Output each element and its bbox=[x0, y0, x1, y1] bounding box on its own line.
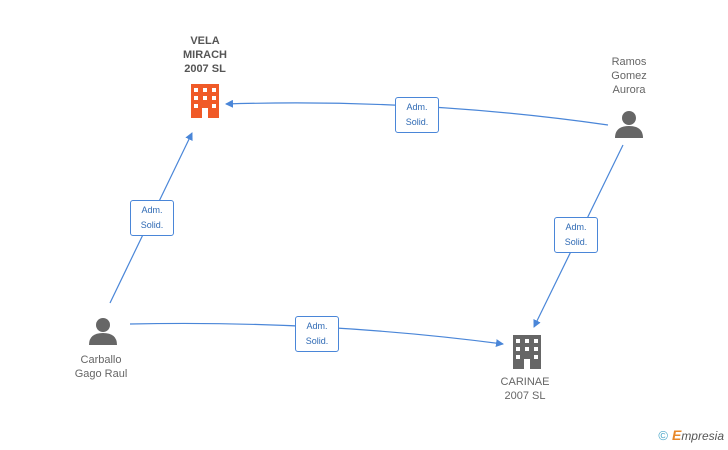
edge-label-carballo-vela[interactable]: Adm. Solid. bbox=[130, 200, 174, 236]
edge-label-carballo-carinae[interactable]: Adm. Solid. bbox=[295, 316, 339, 352]
node-label-carinae: CARINAE 2007 SL bbox=[500, 376, 550, 402]
node-label-carballo: Carballo Gago Raul bbox=[74, 354, 128, 380]
person-icon[interactable] bbox=[615, 111, 643, 138]
node-label-ramos: Ramos Gomez Aurora bbox=[611, 56, 647, 96]
copyright-icon: © bbox=[658, 427, 668, 443]
brand-logo[interactable]: Empresia bbox=[671, 427, 724, 443]
node-label-vela: VELA MIRACH 2007 SL bbox=[183, 35, 227, 75]
brand-footer: © Empresia bbox=[658, 427, 724, 443]
edge-label-ramos-vela[interactable]: Adm. Solid. bbox=[395, 97, 439, 133]
person-icon[interactable] bbox=[89, 318, 117, 345]
building-icon[interactable] bbox=[191, 84, 219, 118]
building-icon[interactable] bbox=[513, 335, 541, 369]
edge-label-ramos-carinae[interactable]: Adm. Solid. bbox=[554, 217, 598, 253]
